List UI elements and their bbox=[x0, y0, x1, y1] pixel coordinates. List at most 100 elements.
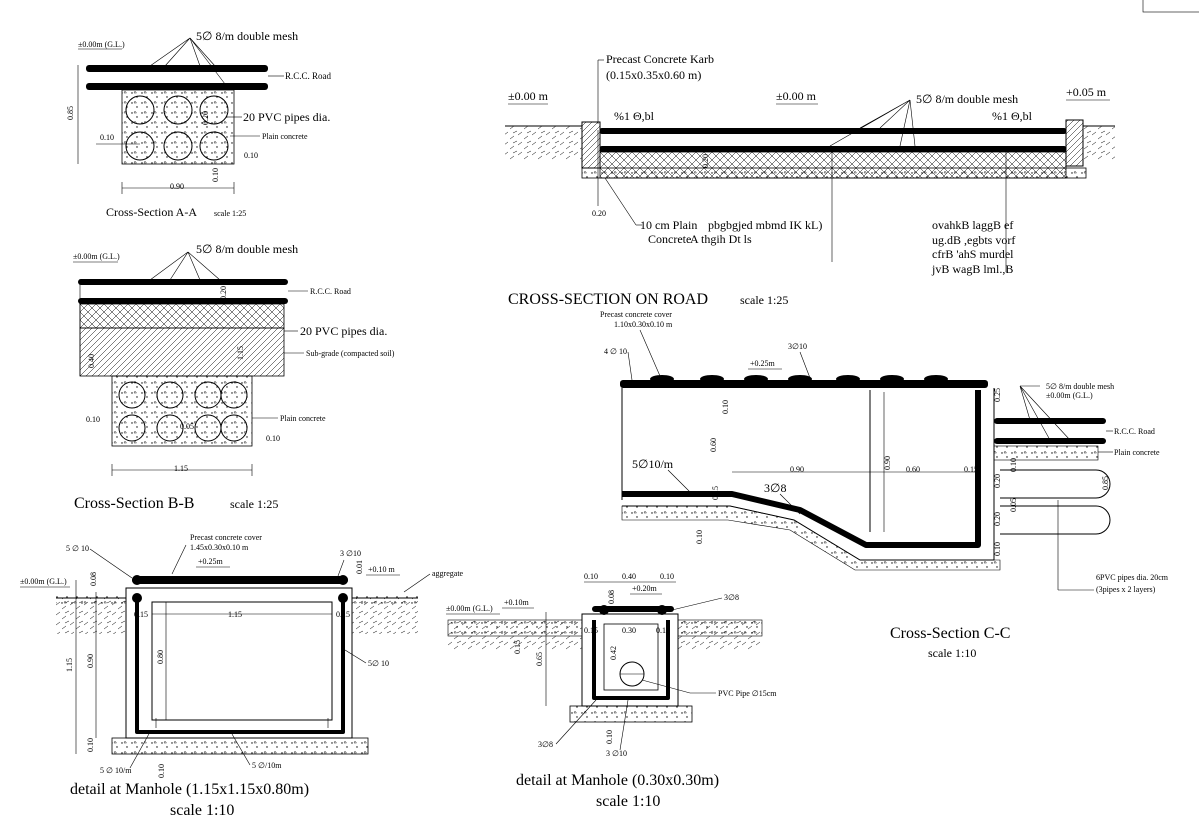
ms-dim-015c: 0.15 bbox=[513, 640, 522, 654]
ml-cover-size: 1.45x0.30x0.10 m bbox=[190, 543, 249, 552]
ml-dim-010b: 0.10 bbox=[157, 764, 166, 778]
ms-rebar bbox=[592, 620, 670, 700]
bb-base-layer bbox=[79, 303, 285, 329]
road-right-2: ug.dB ,egbts vorf bbox=[932, 233, 1015, 247]
cc-mesh-label: 5∅ 8/m double mesh bbox=[1046, 382, 1114, 391]
ml-dim-080: 0.80 bbox=[156, 650, 165, 664]
road-section: Precast Concrete Karb (0.15x0.35x0.60 m)… bbox=[505, 52, 1115, 308]
cc-dim-010a: 0.10 bbox=[721, 400, 730, 414]
bb-scale: scale 1:25 bbox=[230, 497, 278, 511]
ms-bars-bottom: 3 ∅10 bbox=[606, 749, 627, 758]
cc-concrete-label: Plain concrete bbox=[1114, 448, 1160, 457]
ms-dim-040: 0.40 bbox=[622, 572, 636, 581]
cc-scale: scale 1:10 bbox=[928, 646, 976, 660]
road-kerb-label: Precast Concrete Karb bbox=[606, 52, 714, 66]
aa-mesh-label: 5∅ 8/m double mesh bbox=[196, 29, 298, 43]
bb-road-slab-top bbox=[78, 279, 288, 285]
cc-pvc-pipes bbox=[1000, 469, 1111, 535]
cc-cover-label: Precast concrete cover bbox=[600, 310, 672, 319]
ml-bars-right: 3 ∅10 bbox=[340, 549, 361, 558]
cc-road-label: R.C.C. Road bbox=[1114, 427, 1155, 436]
aa-pvc-pipes bbox=[125, 95, 229, 161]
road-slab-bottom bbox=[600, 146, 1066, 152]
aa-dim-090: 0.90 bbox=[170, 182, 184, 191]
cc-bars-mid: 3∅10 bbox=[788, 342, 807, 351]
aa-road-slab-top bbox=[86, 65, 268, 72]
ml-bars-floor: 5 ∅ 10/m bbox=[100, 766, 132, 775]
ms-dim-042: 0.42 bbox=[609, 646, 618, 660]
cc-channel-wall bbox=[622, 390, 981, 548]
road-note-1: pbgbgjed mbmd IK kL) bbox=[708, 218, 822, 232]
cc-dim-090v: 0.90 bbox=[883, 456, 892, 470]
ms-level-020: +0.20m bbox=[632, 584, 658, 593]
ml-dim-115v: 1.15 bbox=[65, 658, 74, 672]
ml-dim-115: 1.15 bbox=[228, 610, 242, 619]
road-dim-020b: 0.20 bbox=[701, 154, 710, 168]
cc-dim-090: 0.90 bbox=[790, 465, 804, 474]
ms-gl-label: ±0.00m (G.L.) bbox=[446, 604, 493, 613]
manhole-large: 5 ∅ 10 Precast concrete cover 1.45x0.30x… bbox=[20, 533, 464, 819]
road-slope-left: %1 Θ,bl bbox=[614, 109, 655, 123]
ms-bars-top: 3∅8 bbox=[724, 593, 739, 602]
bb-dim-115: 1.15 bbox=[236, 346, 245, 360]
aa-road-slab-bottom bbox=[86, 83, 268, 90]
road-kerb-left bbox=[581, 121, 601, 169]
bb-road-label: R.C.C. Road bbox=[310, 287, 351, 296]
cc-road-slab-top bbox=[994, 418, 1106, 424]
cc-dim-020b: 0.20 bbox=[993, 512, 1002, 526]
manhole-small: 0.10 0.40 0.10 +0.20m +0.10m ±0.00m (G.L… bbox=[446, 572, 777, 810]
ml-dim-015b: 0.15 bbox=[336, 610, 350, 619]
ml-dim-015a: 0.15 bbox=[134, 610, 148, 619]
road-title: CROSS-SECTION ON ROAD bbox=[508, 291, 708, 308]
cc-dim-060w: 0.60 bbox=[906, 465, 920, 474]
cc-dim-015b: 0.15 bbox=[711, 486, 720, 500]
road-scale: scale 1:25 bbox=[740, 293, 788, 307]
bb-dim-010a: 0.10 bbox=[86, 415, 100, 424]
ms-dim-010b: 0.10 bbox=[660, 572, 674, 581]
ms-inner-wall bbox=[603, 623, 659, 691]
ml-bars-bottom: 5 ∅/10m bbox=[252, 761, 282, 770]
aa-dim-085: 0.85 bbox=[66, 106, 75, 120]
cc-bars-38: 3∅8 bbox=[764, 481, 786, 495]
bb-dim-010b: 0.10 bbox=[266, 434, 280, 443]
aa-concrete-block bbox=[121, 89, 235, 165]
ms-dim-008: 0.08 bbox=[607, 590, 616, 604]
ml-cover-label: Precast concrete cover bbox=[190, 533, 262, 542]
ms-dim-015a: 0.15 bbox=[584, 626, 598, 635]
road-right-3: cfrB 'ahS murdel bbox=[932, 247, 1014, 261]
ms-level-010: +0.10m bbox=[504, 598, 530, 607]
section-aa: ±0.00m (G.L.) 5∅ 8/m double mesh R.C.C. … bbox=[66, 29, 332, 219]
ml-level-010: +0.10 m bbox=[368, 565, 396, 574]
ml-scale: scale 1:10 bbox=[170, 802, 234, 819]
cc-dim-085: 0.85 bbox=[1101, 476, 1110, 490]
aa-title: Cross-Section A-A bbox=[106, 205, 197, 219]
aa-scale: scale 1:25 bbox=[214, 209, 246, 218]
cc-dim-025: 0.25 bbox=[993, 388, 1002, 402]
cc-dim-005: 0.05 bbox=[1009, 498, 1018, 512]
ms-title: detail at Manhole (0.30x0.30m) bbox=[516, 772, 719, 789]
road-plain-concrete bbox=[581, 167, 1087, 179]
cc-dim-010c: 0.10 bbox=[1009, 458, 1018, 472]
cc-level-025: +0.25m bbox=[750, 359, 776, 368]
aa-dim-020: 0.20 bbox=[201, 111, 210, 125]
ms-dim-030: 0.30 bbox=[622, 626, 636, 635]
road-ground-right bbox=[1083, 126, 1115, 160]
ms-aggregate-right bbox=[677, 619, 763, 637]
bb-concrete-block bbox=[111, 375, 253, 447]
bb-pvc-label: 20 PVC pipes dia. bbox=[300, 324, 387, 338]
cc-road-concrete bbox=[993, 445, 1099, 461]
ml-aggregate-left bbox=[56, 594, 126, 604]
aa-dim-010c: 0.10 bbox=[211, 168, 220, 182]
road-plain-label: 10 cm Plain bbox=[640, 218, 697, 232]
cc-plain-concrete bbox=[621, 505, 1001, 571]
road-slope-right: %1 Θ,bl bbox=[992, 109, 1033, 123]
cc-cover-bumps bbox=[650, 375, 948, 383]
bb-concrete-label: Plain concrete bbox=[280, 414, 326, 423]
corner-box bbox=[1142, 0, 1199, 13]
bb-dim-115w: 1.15 bbox=[174, 464, 188, 473]
ml-inner-wall bbox=[151, 601, 333, 721]
aa-dim-010b: 0.10 bbox=[244, 151, 258, 160]
ml-dim-008: 0.08 bbox=[89, 572, 98, 586]
bb-dim-040: 0.40 bbox=[87, 354, 96, 368]
bb-subgrade-label: Sub-grade (compacted soil) bbox=[306, 349, 395, 358]
